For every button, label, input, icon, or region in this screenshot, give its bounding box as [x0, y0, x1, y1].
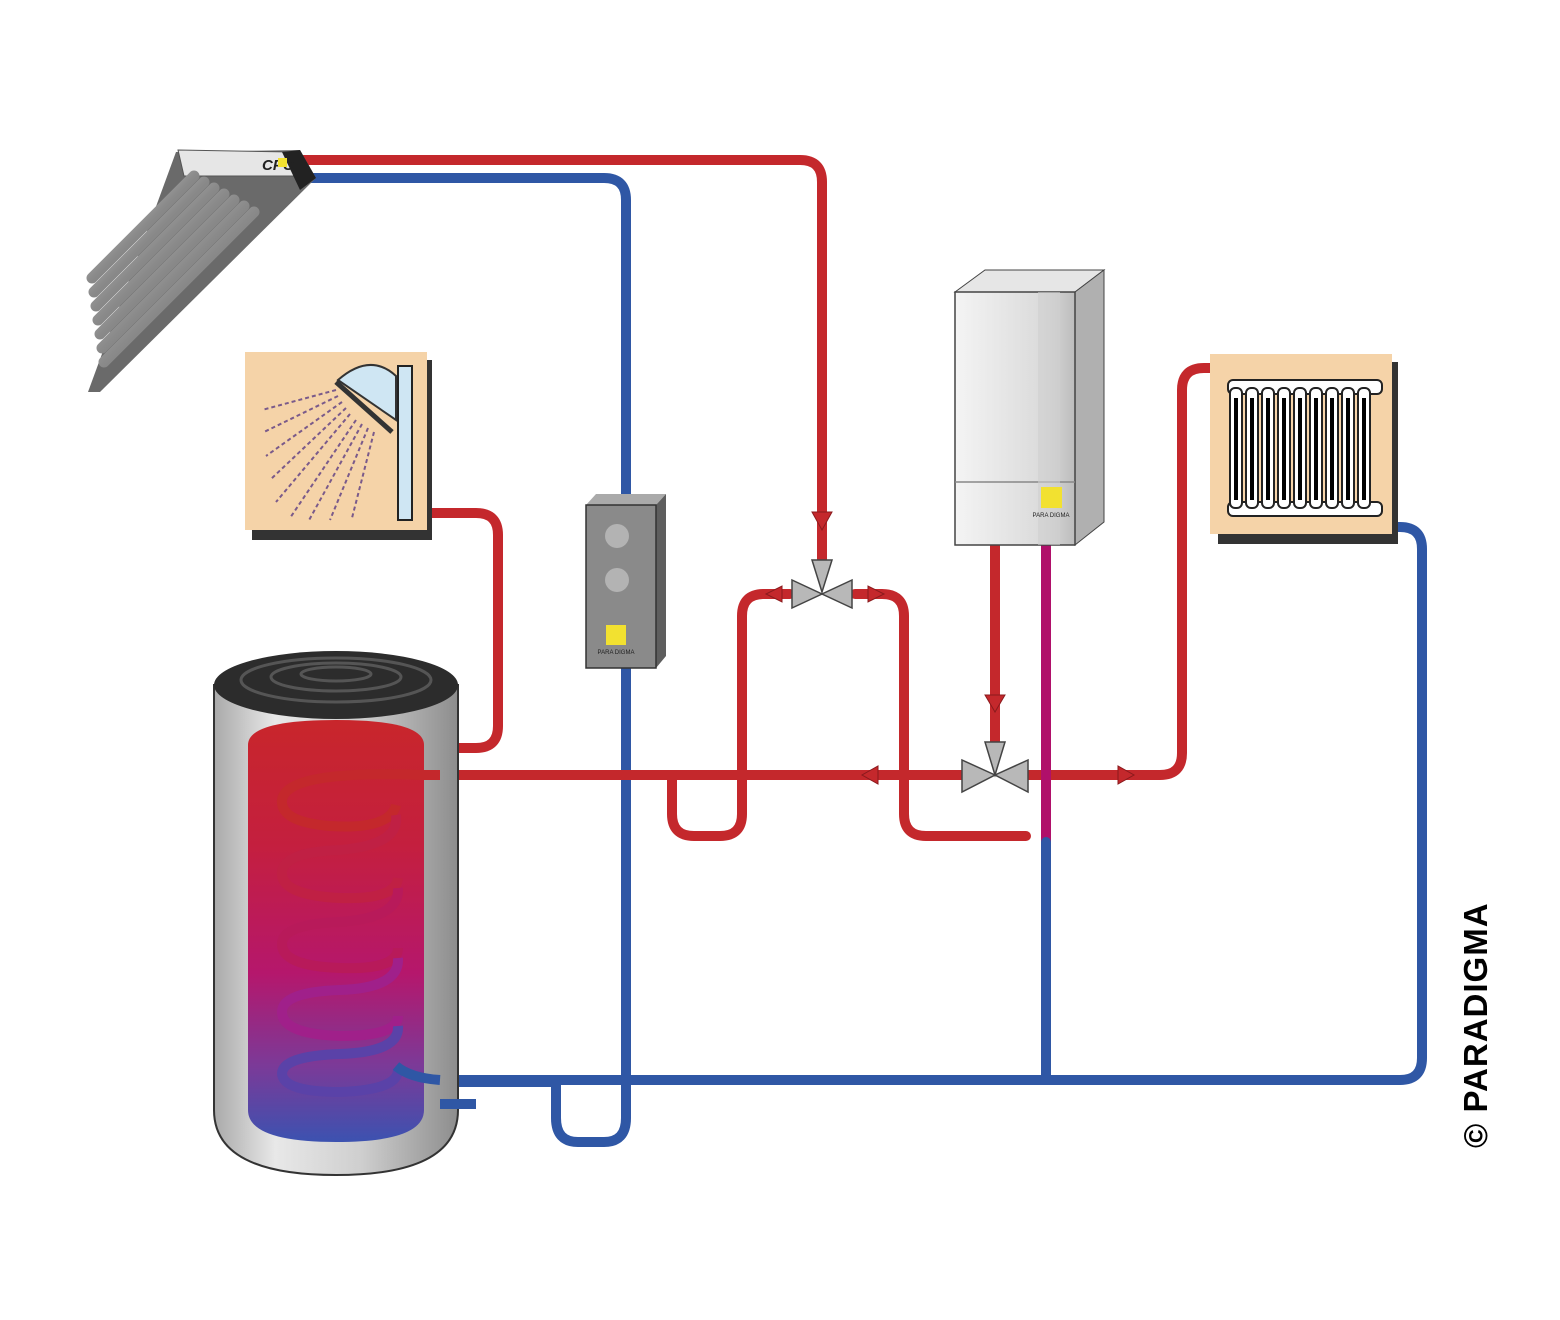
solar-collector: CPC — [86, 149, 316, 392]
arrow-down-collector — [811, 511, 833, 532]
mixing-valve-top — [791, 559, 853, 610]
radiator-return-pipe — [435, 522, 1427, 1085]
arrow-right-valve — [867, 585, 886, 603]
valve-right-loop-pipe — [850, 589, 1031, 841]
radiator-icon — [1227, 379, 1383, 517]
valve-left-loop-pipe — [667, 589, 795, 841]
boiler-badge-label: PARA DIGMA — [1033, 513, 1070, 519]
storage-tank — [213, 651, 476, 1177]
copyright-symbol: © — [1457, 1122, 1494, 1148]
arrow-left-valve — [764, 585, 783, 603]
collector-supply-pipe — [295, 155, 827, 567]
station-to-tank-return-pipe — [435, 663, 631, 1147]
radiator-panel — [1210, 354, 1398, 544]
heat-exchanger-coil — [276, 769, 441, 1098]
arrow-left-main — [860, 765, 879, 785]
pipes — [295, 155, 1427, 1147]
arrow-right-main — [1117, 765, 1136, 785]
shower-icon — [261, 363, 413, 523]
arrow-down-boiler — [984, 694, 1006, 713]
flow-arrows — [764, 511, 1136, 785]
shower-supply-pipe — [427, 508, 503, 753]
heating-flow-to-radiator-pipe — [1019, 363, 1221, 780]
solar-station: PARA DIGMA — [585, 494, 666, 669]
copyright-label: © PARADIGMA — [1457, 898, 1494, 1148]
mixing-valve-bottom — [961, 741, 1029, 794]
boiler: PARA DIGMA — [953, 268, 1106, 547]
shower-panel — [245, 352, 432, 540]
station-badge-label: PARA DIGMA — [598, 650, 635, 656]
copyright-brand: PARADIGMA — [1457, 902, 1494, 1113]
collector-return-pipe — [295, 173, 631, 505]
